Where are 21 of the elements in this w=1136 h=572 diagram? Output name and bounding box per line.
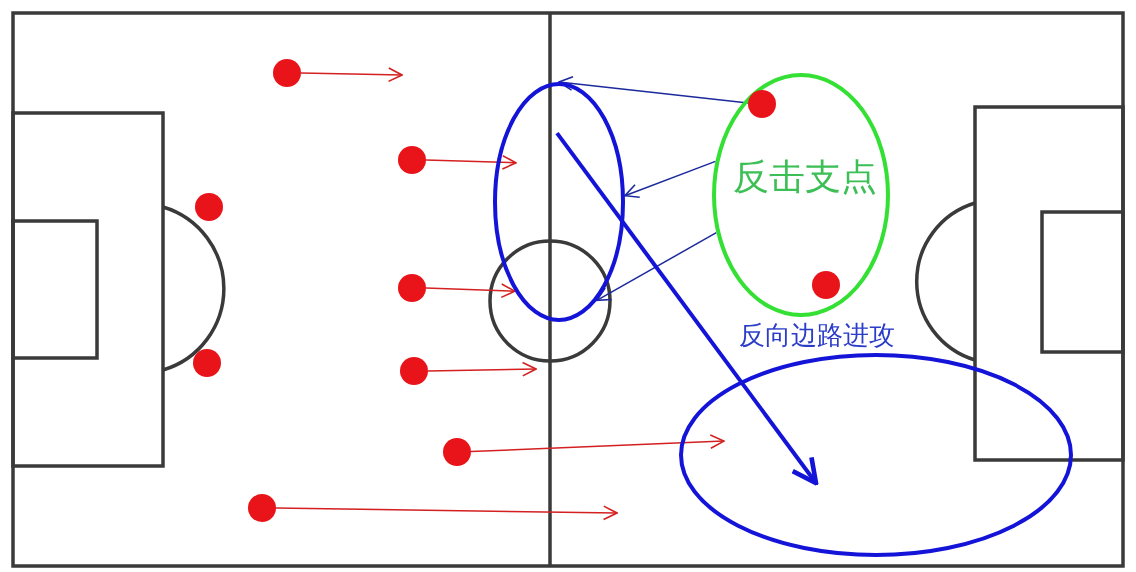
player-dot (748, 90, 776, 118)
arrow (624, 160, 717, 198)
player-dot (248, 494, 276, 522)
arrow (425, 154, 517, 170)
player-dot (398, 146, 426, 174)
player-dot (193, 349, 221, 377)
arrow (427, 361, 537, 377)
player-dot (398, 274, 426, 302)
player-dot (443, 438, 471, 466)
zone-label: 反击支点 (733, 159, 877, 195)
player-dot (400, 357, 428, 385)
arrow (300, 67, 403, 83)
arrow (555, 131, 819, 486)
zone-label: 反向边路进攻 (739, 322, 895, 348)
arrow (425, 283, 516, 299)
arrow (470, 434, 725, 453)
player-dot (812, 271, 840, 299)
arrow (596, 231, 718, 302)
player-dot (273, 59, 301, 87)
player-dot (195, 193, 223, 221)
arrow (275, 505, 618, 521)
